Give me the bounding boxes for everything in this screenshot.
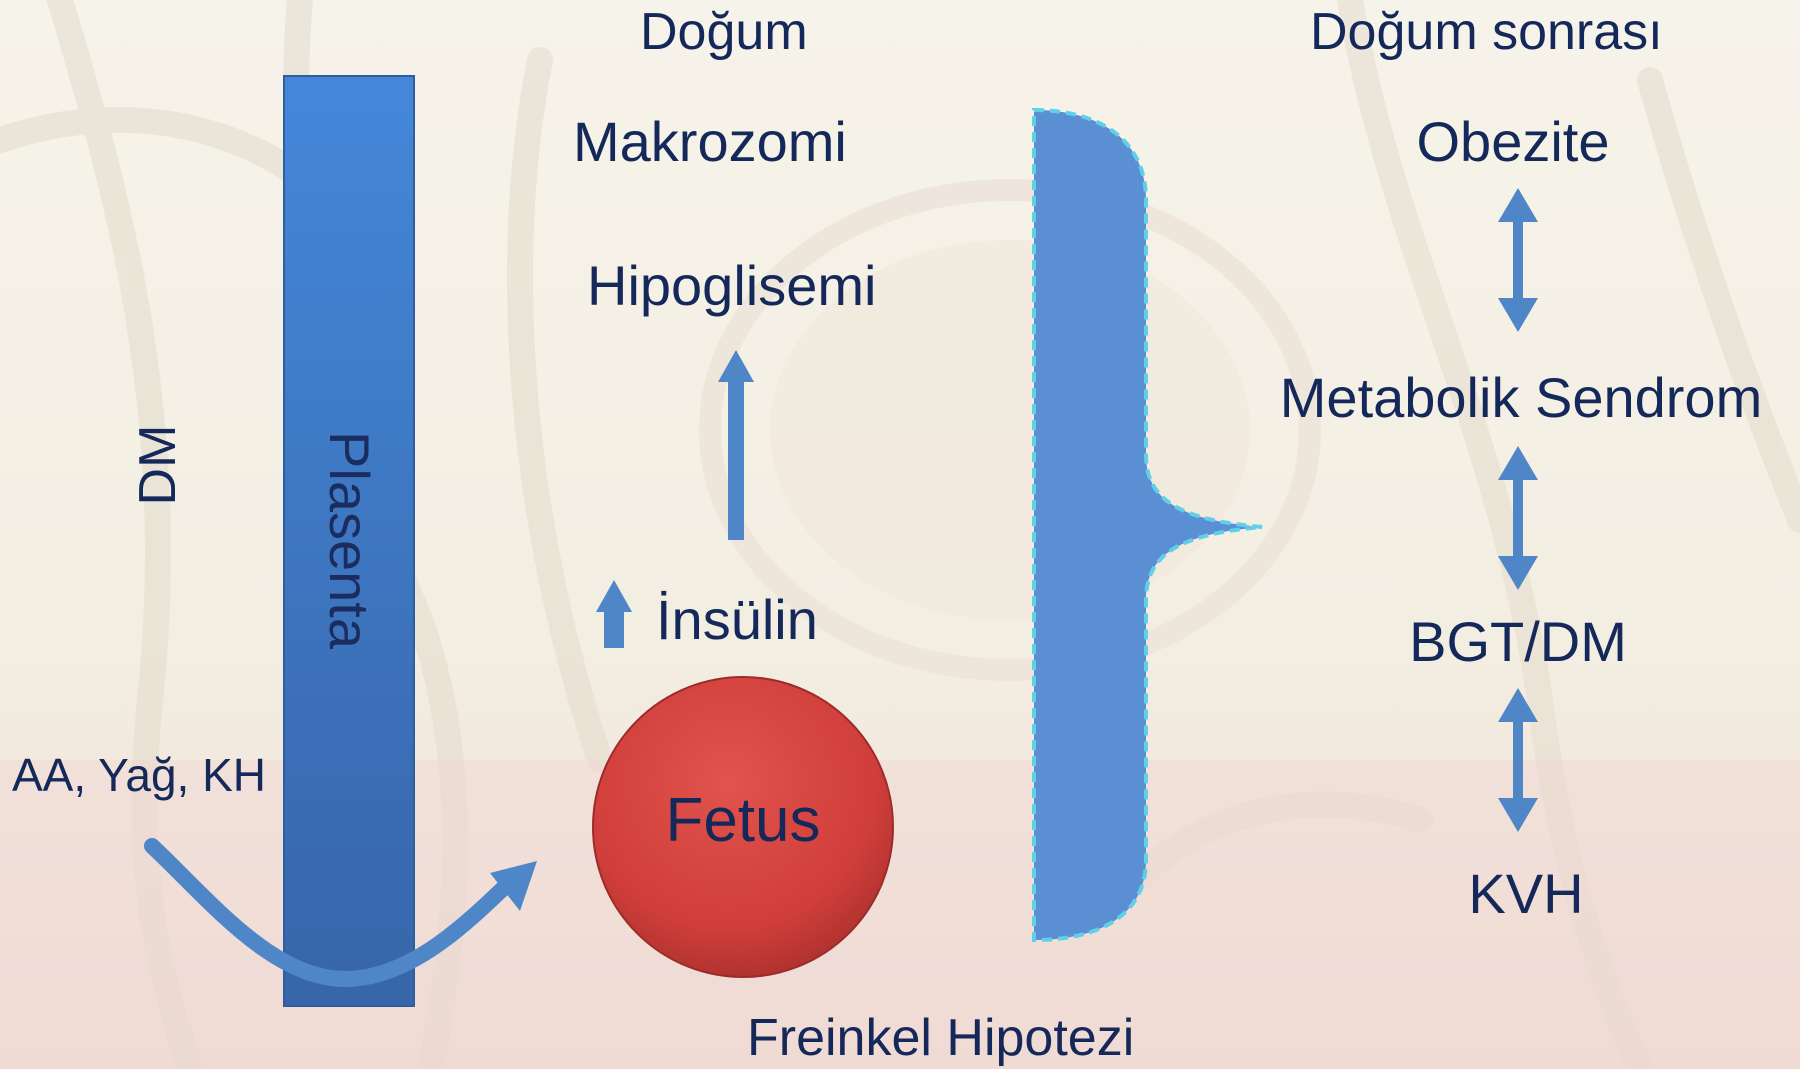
header-birth: Doğum [640,6,808,58]
dm-label: DM [132,425,184,506]
outcome-kvh: KVH [1468,866,1583,922]
hypoglycemia-label: Hipoglisemi [587,258,876,314]
fetus-label: Fetus [665,790,820,852]
long-up-arrow-shaft [728,380,744,540]
header-postnatal: Doğum sonrası [1310,6,1663,58]
outcome-metabolic-syndrome: Metabolik Sendrom [1280,370,1762,426]
macrosomia-label: Makrozomi [573,114,847,170]
outcome-bgt-dm: BGT/DM [1409,614,1627,670]
nutrients-label: AA, Yağ, KH [12,752,266,798]
insulin-up-arrow-shaft [604,610,624,648]
outcome-obesity: Obezite [1417,114,1610,170]
insulin-label: İnsülin [656,592,818,648]
footer-title: Freinkel Hipotezi [747,1012,1134,1064]
placenta-label: Plasenta [321,431,377,649]
